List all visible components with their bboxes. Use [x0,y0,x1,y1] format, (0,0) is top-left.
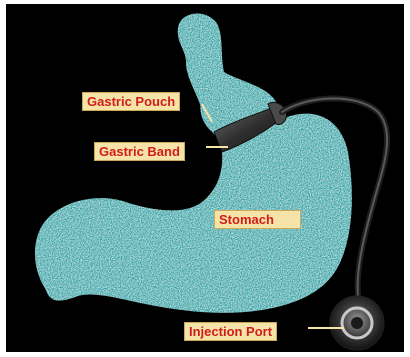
label-gastric-pouch: Gastric Pouch [82,92,180,111]
label-stomach: Stomach [214,210,301,229]
diagram-canvas: Gastric Pouch Gastric Band Stomach Injec… [6,4,404,352]
gastric-band-illustration [6,4,404,352]
stomach-shape [35,13,352,312]
injection-port-center [351,317,363,329]
label-gastric-band: Gastric Band [94,142,185,161]
label-injection-port: Injection Port [184,322,277,341]
